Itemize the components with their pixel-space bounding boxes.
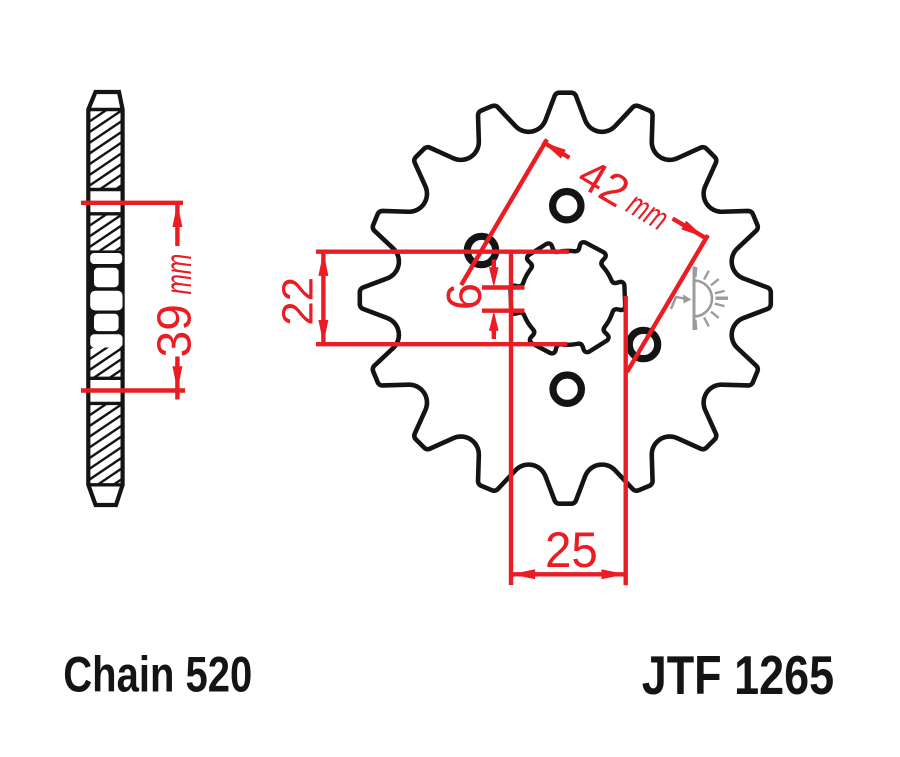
- svg-text:Chain 520: Chain 520: [63, 646, 252, 702]
- svg-text:22: 22: [274, 277, 323, 326]
- svg-text:mm: mm: [158, 254, 199, 295]
- svg-text:39: 39: [149, 304, 202, 357]
- svg-text:JTF 1265: JTF 1265: [642, 645, 834, 706]
- svg-text:6: 6: [438, 283, 492, 310]
- svg-text:25: 25: [545, 523, 598, 578]
